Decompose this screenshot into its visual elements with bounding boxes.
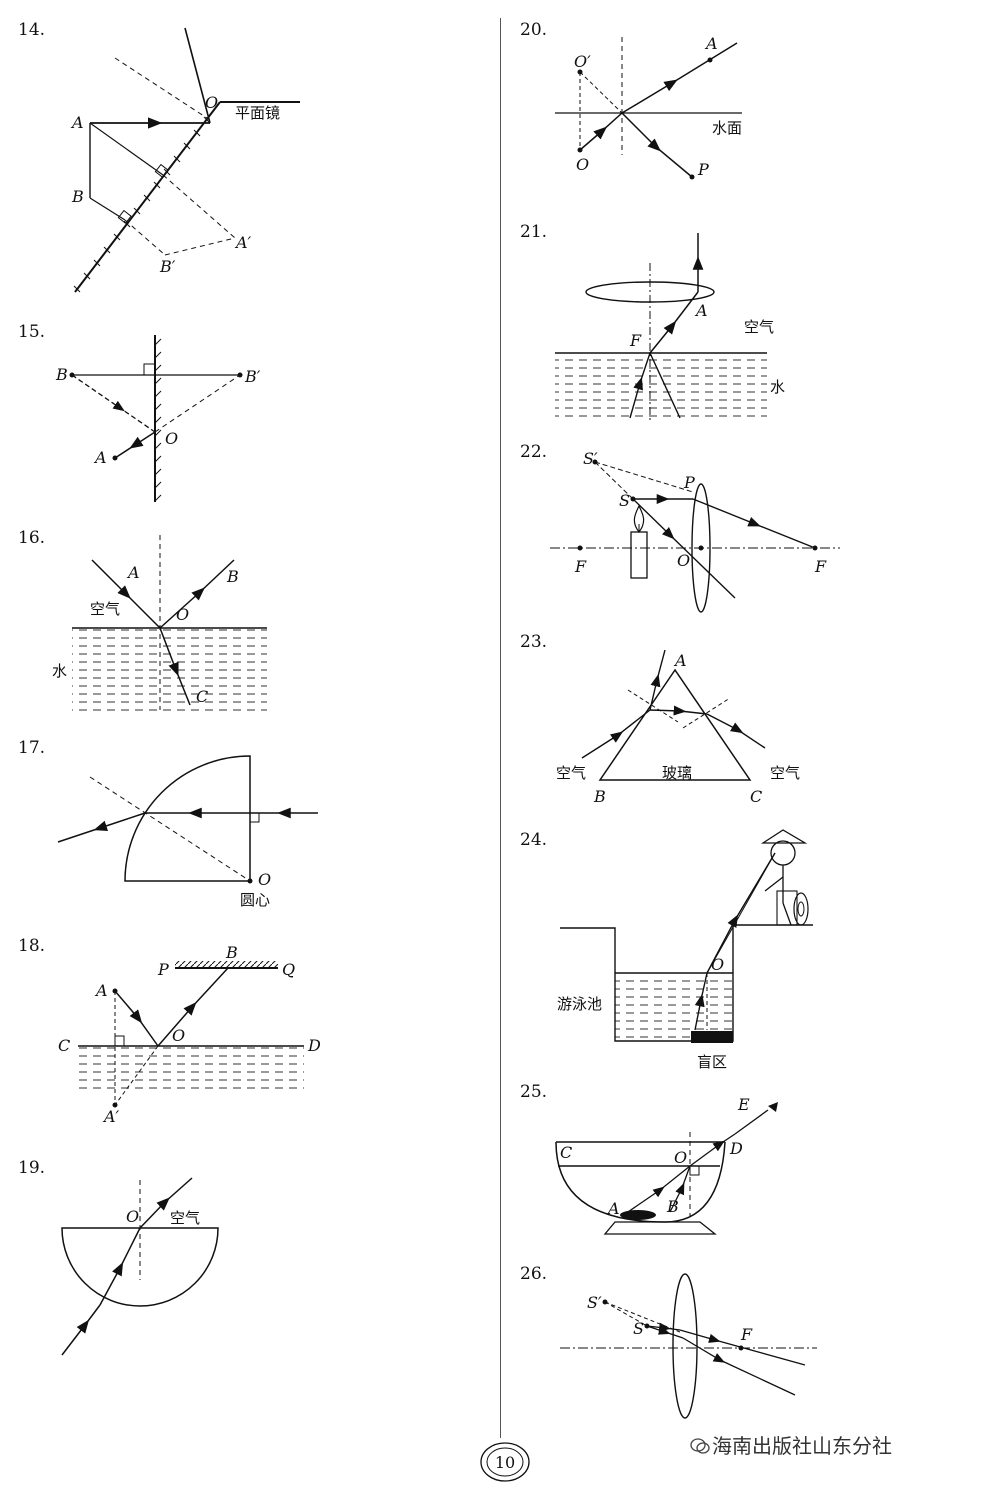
label-air: 空气 <box>170 1209 200 1227</box>
label-F-right: F <box>814 557 827 576</box>
label-F: F <box>740 1325 753 1344</box>
label-C: C <box>560 1143 572 1162</box>
wechat-icon <box>690 1438 710 1454</box>
label-A: A <box>126 563 140 582</box>
figure-25-bowl-coin: E C O D A B <box>555 1095 778 1235</box>
column-divider <box>500 18 501 1438</box>
label-O: O <box>205 93 218 112</box>
label-A: A <box>704 34 718 53</box>
page-number: 10 <box>495 1453 515 1472</box>
label-blind-zone: 盲区 <box>697 1053 727 1071</box>
label-plane-mirror: 平面镜 <box>235 104 280 122</box>
figure-16-air-water: A B O C 空气 水 <box>52 535 267 713</box>
question-24-number: 24. <box>520 830 548 850</box>
label-water: 水 <box>52 662 67 680</box>
label-B: B <box>593 787 606 806</box>
label-B: B <box>226 567 239 586</box>
figure-24-swimming-pool: O 游泳池 盲区 <box>557 829 813 1071</box>
question-26-number: 26. <box>520 1264 548 1284</box>
label-A: A <box>673 651 687 670</box>
question-17-number: 17. <box>18 738 46 758</box>
label-A: A <box>93 448 107 467</box>
label-S-image: S′ <box>587 1293 602 1312</box>
question-20-number: 20. <box>520 20 548 40</box>
label-D: D <box>729 1139 743 1158</box>
label-C: C <box>750 787 762 806</box>
label-O: O <box>258 870 271 889</box>
label-air: 空气 <box>744 318 774 336</box>
label-air-right: 空气 <box>770 764 800 782</box>
label-A: A <box>94 981 108 1000</box>
question-21-number: 21. <box>520 222 548 242</box>
label-S: S <box>633 1319 644 1338</box>
label-air-left: 空气 <box>556 764 586 782</box>
figure-20-water-surface: O′ A 水面 O P <box>555 34 742 180</box>
label-F: F <box>629 331 642 350</box>
label-F-left: F <box>574 557 587 576</box>
label-pool: 游泳池 <box>557 995 602 1013</box>
label-O: O <box>711 955 724 974</box>
label-B-image: B′ <box>159 257 176 276</box>
question-15-number: 15. <box>18 322 46 342</box>
label-O: O <box>576 155 589 174</box>
label-D: D <box>307 1036 321 1055</box>
label-B-image: B′ <box>244 367 261 386</box>
question-19-number: 19. <box>18 1158 46 1178</box>
watermark-text: 海南出版社山东分社 <box>712 1434 892 1458</box>
figure-17-quarter-cylinder: O 圆心 <box>57 755 318 909</box>
label-P: P <box>157 960 169 979</box>
label-S: S <box>619 491 630 510</box>
figure-14-plane-mirror: A B O 平面镜 A′ B′ <box>70 27 300 293</box>
label-center: 圆心 <box>240 891 270 909</box>
label-A-image: A′ <box>234 233 252 252</box>
figure-22-convex-lens: S′ P S F O F <box>550 449 840 613</box>
label-O: O <box>165 429 178 448</box>
label-P: P <box>683 473 695 492</box>
figure-26-lens-focus: S′ S F <box>560 1273 817 1419</box>
label-B: B <box>666 1197 679 1216</box>
label-Q: Q <box>282 960 295 979</box>
label-P: P <box>697 160 709 179</box>
question-25-number: 25. <box>520 1082 548 1102</box>
question-18-number: 18. <box>18 936 46 956</box>
label-O: O <box>674 1148 687 1167</box>
question-22-number: 22. <box>520 442 548 462</box>
label-air: 空气 <box>90 600 120 618</box>
label-O: O <box>172 1026 185 1045</box>
label-C: C <box>196 687 208 706</box>
figure-18-mirror-water: P B Q A C O D A′ <box>58 943 321 1126</box>
label-S-image: S′ <box>583 449 598 468</box>
label-water: 水 <box>770 378 785 396</box>
label-E: E <box>737 1095 750 1114</box>
page-number-badge: 10 <box>480 1442 530 1482</box>
label-A: A <box>606 1199 620 1218</box>
question-16-number: 16. <box>18 528 46 548</box>
label-A-image: A′ <box>102 1107 120 1126</box>
label-O: O <box>126 1207 139 1226</box>
question-23-number: 23. <box>520 632 548 652</box>
label-O-image: O′ <box>574 52 591 71</box>
figure-21-lens-water: A 空气 F 水 <box>555 233 785 423</box>
label-A: A <box>70 113 84 132</box>
label-B: B <box>71 187 84 206</box>
label-B: B <box>55 365 68 384</box>
question-14-number: 14. <box>18 20 46 40</box>
figure-23-prism: A 空气 玻璃 空气 B C <box>556 649 800 806</box>
label-O: O <box>677 551 690 570</box>
label-C: C <box>58 1036 70 1055</box>
figure-19-semicircle: O 空气 <box>61 1177 219 1356</box>
label-glass: 玻璃 <box>662 764 692 782</box>
figure-15-mirror-image: B B′ A O <box>55 335 261 502</box>
label-A: A <box>694 301 708 320</box>
label-water-surface: 水面 <box>712 119 742 137</box>
label-O: O <box>176 605 189 624</box>
label-B: B <box>225 943 238 962</box>
